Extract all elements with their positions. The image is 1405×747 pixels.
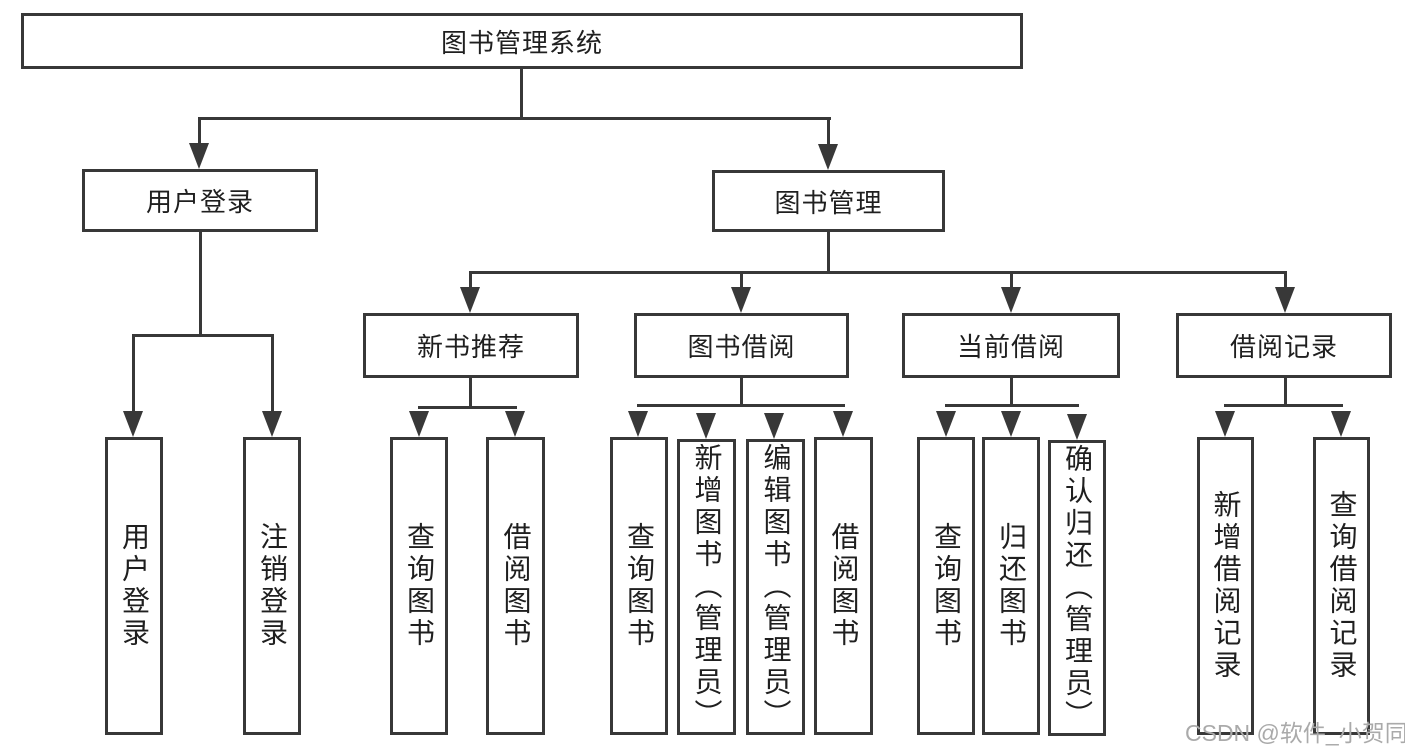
leaf-borrow-borrow-books: 借阅图书 — [814, 437, 873, 735]
connector-user-login-stub — [199, 232, 202, 337]
arrow-to-cb-confirm — [1067, 414, 1087, 440]
connector-new-books-stub — [469, 378, 472, 408]
arrow-to-current-borrow — [1001, 287, 1021, 313]
connector-drop-book-mgmt — [827, 117, 830, 145]
leaf-newbook-query-books-label: 查询图书 — [404, 522, 435, 650]
leaf-current-return-books-label: 归还图书 — [996, 522, 1027, 650]
connector-level1-hline — [198, 117, 831, 120]
leaf-borrow-edit-books-admin-label: 编辑图书（管理员） — [760, 443, 792, 731]
arrow-to-cb-query — [936, 411, 956, 437]
leaf-newbook-query-books: 查询图书 — [390, 437, 448, 735]
connector-drop-user-login — [198, 117, 201, 145]
leaf-user-login: 用户登录 — [105, 437, 163, 735]
connector-bookborrow-hline — [637, 404, 845, 407]
leaf-current-query-books-label: 查询图书 — [931, 522, 962, 650]
connector-borrow-records-stub — [1284, 378, 1287, 406]
node-root-label: 图书管理系统 — [440, 27, 603, 58]
node-current-borrow-label: 当前借阅 — [956, 332, 1065, 362]
arrow-to-logout-leaf — [262, 411, 282, 437]
node-new-book-recommend: 新书推荐 — [363, 313, 579, 378]
leaf-logout: 注销登录 — [243, 437, 301, 735]
connector-book-mgmt-stub — [827, 232, 830, 274]
leaf-borrow-add-books-admin: 新增图书（管理员） — [677, 439, 736, 735]
connector-drop-borrow-records — [1284, 271, 1287, 289]
connector-current-borrow-stub — [1010, 378, 1013, 406]
connector-drop-current-borrow — [1010, 271, 1013, 289]
arrow-to-bb-add — [696, 413, 716, 439]
node-user-login: 用户登录 — [82, 169, 318, 232]
connector-currentborrow-hline — [945, 404, 1079, 407]
arrow-to-new-books — [460, 287, 480, 313]
leaf-current-confirm-return-admin-label: 确认归还（管理员） — [1062, 444, 1093, 732]
connector-user-group-hline — [132, 334, 274, 337]
connector-level2-hline — [469, 271, 1286, 274]
connector-drop-book-borrow — [740, 271, 743, 289]
node-book-management: 图书管理 — [712, 170, 945, 232]
connector-drop-user-login-leaf — [132, 334, 135, 412]
leaf-borrow-edit-books-admin: 编辑图书（管理员） — [746, 439, 805, 735]
leaf-logout-label: 注销登录 — [257, 522, 288, 650]
node-user-login-label: 用户登录 — [145, 187, 254, 217]
node-borrow-records-label: 借阅记录 — [1229, 332, 1338, 362]
arrow-to-bb-query — [628, 411, 648, 437]
arrow-to-bb-borrow — [833, 411, 853, 437]
leaf-current-query-books: 查询图书 — [917, 437, 975, 735]
node-current-borrow: 当前借阅 — [902, 313, 1120, 378]
leaf-borrow-add-books-admin-label: 新增图书（管理员） — [691, 443, 723, 731]
arrow-to-user-login — [189, 143, 209, 169]
arrow-to-br-add — [1215, 411, 1235, 437]
leaf-newbook-borrow-books-label: 借阅图书 — [500, 522, 532, 650]
csdn-watermark: CSDN @软件_小贺同学 — [1185, 720, 1405, 746]
arrow-to-bb-edit — [764, 413, 784, 439]
leaf-records-add-record-label: 新增借阅记录 — [1210, 490, 1242, 682]
leaf-borrow-borrow-books-label: 借阅图书 — [828, 522, 860, 650]
arrow-to-cb-return — [1001, 411, 1021, 437]
leaf-records-add-record: 新增借阅记录 — [1197, 437, 1254, 735]
arrow-to-book-mgmt — [818, 144, 838, 170]
node-new-book-recommend-label: 新书推荐 — [416, 332, 525, 362]
leaf-records-query-record: 查询借阅记录 — [1313, 437, 1370, 735]
arrow-to-borrow-records — [1275, 287, 1295, 313]
leaf-borrow-query-books: 查询图书 — [610, 437, 668, 735]
node-book-borrow: 图书借阅 — [634, 313, 849, 378]
node-borrow-records: 借阅记录 — [1176, 313, 1392, 378]
leaf-records-query-record-label: 查询借阅记录 — [1326, 490, 1358, 682]
connector-drop-logout-leaf — [271, 334, 274, 412]
connector-root-stub — [520, 68, 523, 119]
leaf-current-confirm-return-admin: 确认归还（管理员） — [1048, 440, 1106, 736]
leaf-newbook-borrow-books: 借阅图书 — [486, 437, 545, 735]
node-book-management-label: 图书管理 — [774, 187, 883, 218]
leaf-user-login-label: 用户登录 — [119, 522, 150, 650]
connector-book-borrow-stub — [740, 378, 743, 406]
connector-drop-new-books — [469, 271, 472, 289]
arrow-to-user-login-leaf — [123, 411, 143, 437]
leaf-current-return-books: 归还图书 — [982, 437, 1040, 735]
connector-newbooks-hline — [418, 406, 517, 409]
leaf-borrow-query-books-label: 查询图书 — [624, 522, 655, 650]
node-book-borrow-label: 图书借阅 — [687, 332, 796, 362]
arrow-to-nb-query — [409, 411, 429, 437]
connector-records-hline — [1224, 404, 1343, 407]
arrow-to-nb-borrow — [505, 411, 525, 437]
arrow-to-br-query — [1331, 411, 1351, 437]
arrow-to-book-borrow — [731, 287, 751, 313]
node-root: 图书管理系统 — [21, 13, 1023, 69]
